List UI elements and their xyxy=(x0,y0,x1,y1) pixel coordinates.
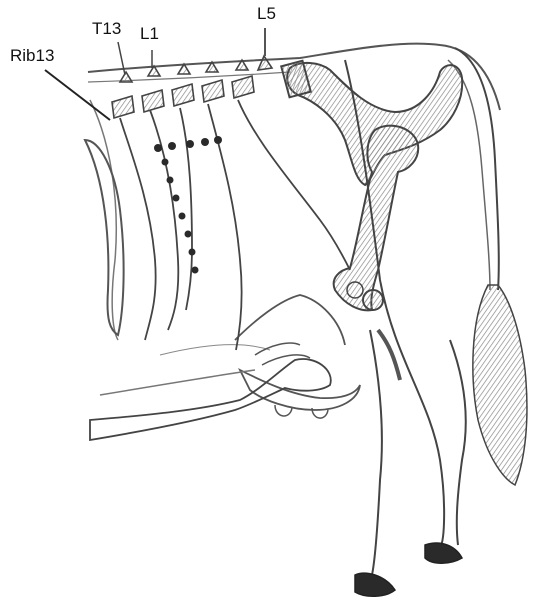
hind-leg-front xyxy=(370,330,382,575)
label-l1: L1 xyxy=(140,25,159,42)
flank-fold xyxy=(235,295,345,345)
hind-leg-back xyxy=(450,340,466,545)
rib-13 xyxy=(85,140,124,335)
rib13-pointer xyxy=(45,70,110,120)
femur xyxy=(334,126,419,311)
label-rib13: Rib13 xyxy=(10,47,54,64)
belly-shade xyxy=(160,345,270,355)
arm-hand xyxy=(90,359,331,440)
label-l5: L5 xyxy=(257,5,276,22)
hoof-back xyxy=(425,543,462,563)
tail-switch xyxy=(473,285,527,485)
nerve-l3 xyxy=(208,104,242,350)
nerve-t13 xyxy=(120,118,156,340)
vertebrae xyxy=(112,56,272,118)
nerve-l2 xyxy=(180,108,192,310)
knee-cap xyxy=(363,290,383,310)
nerve-l4 xyxy=(238,100,350,270)
belly-underline xyxy=(100,370,255,395)
hoof-front xyxy=(355,573,395,596)
fingers xyxy=(255,343,310,365)
label-t13: T13 xyxy=(92,20,121,37)
spinal-nerves xyxy=(120,100,350,350)
belly-line xyxy=(90,100,118,340)
